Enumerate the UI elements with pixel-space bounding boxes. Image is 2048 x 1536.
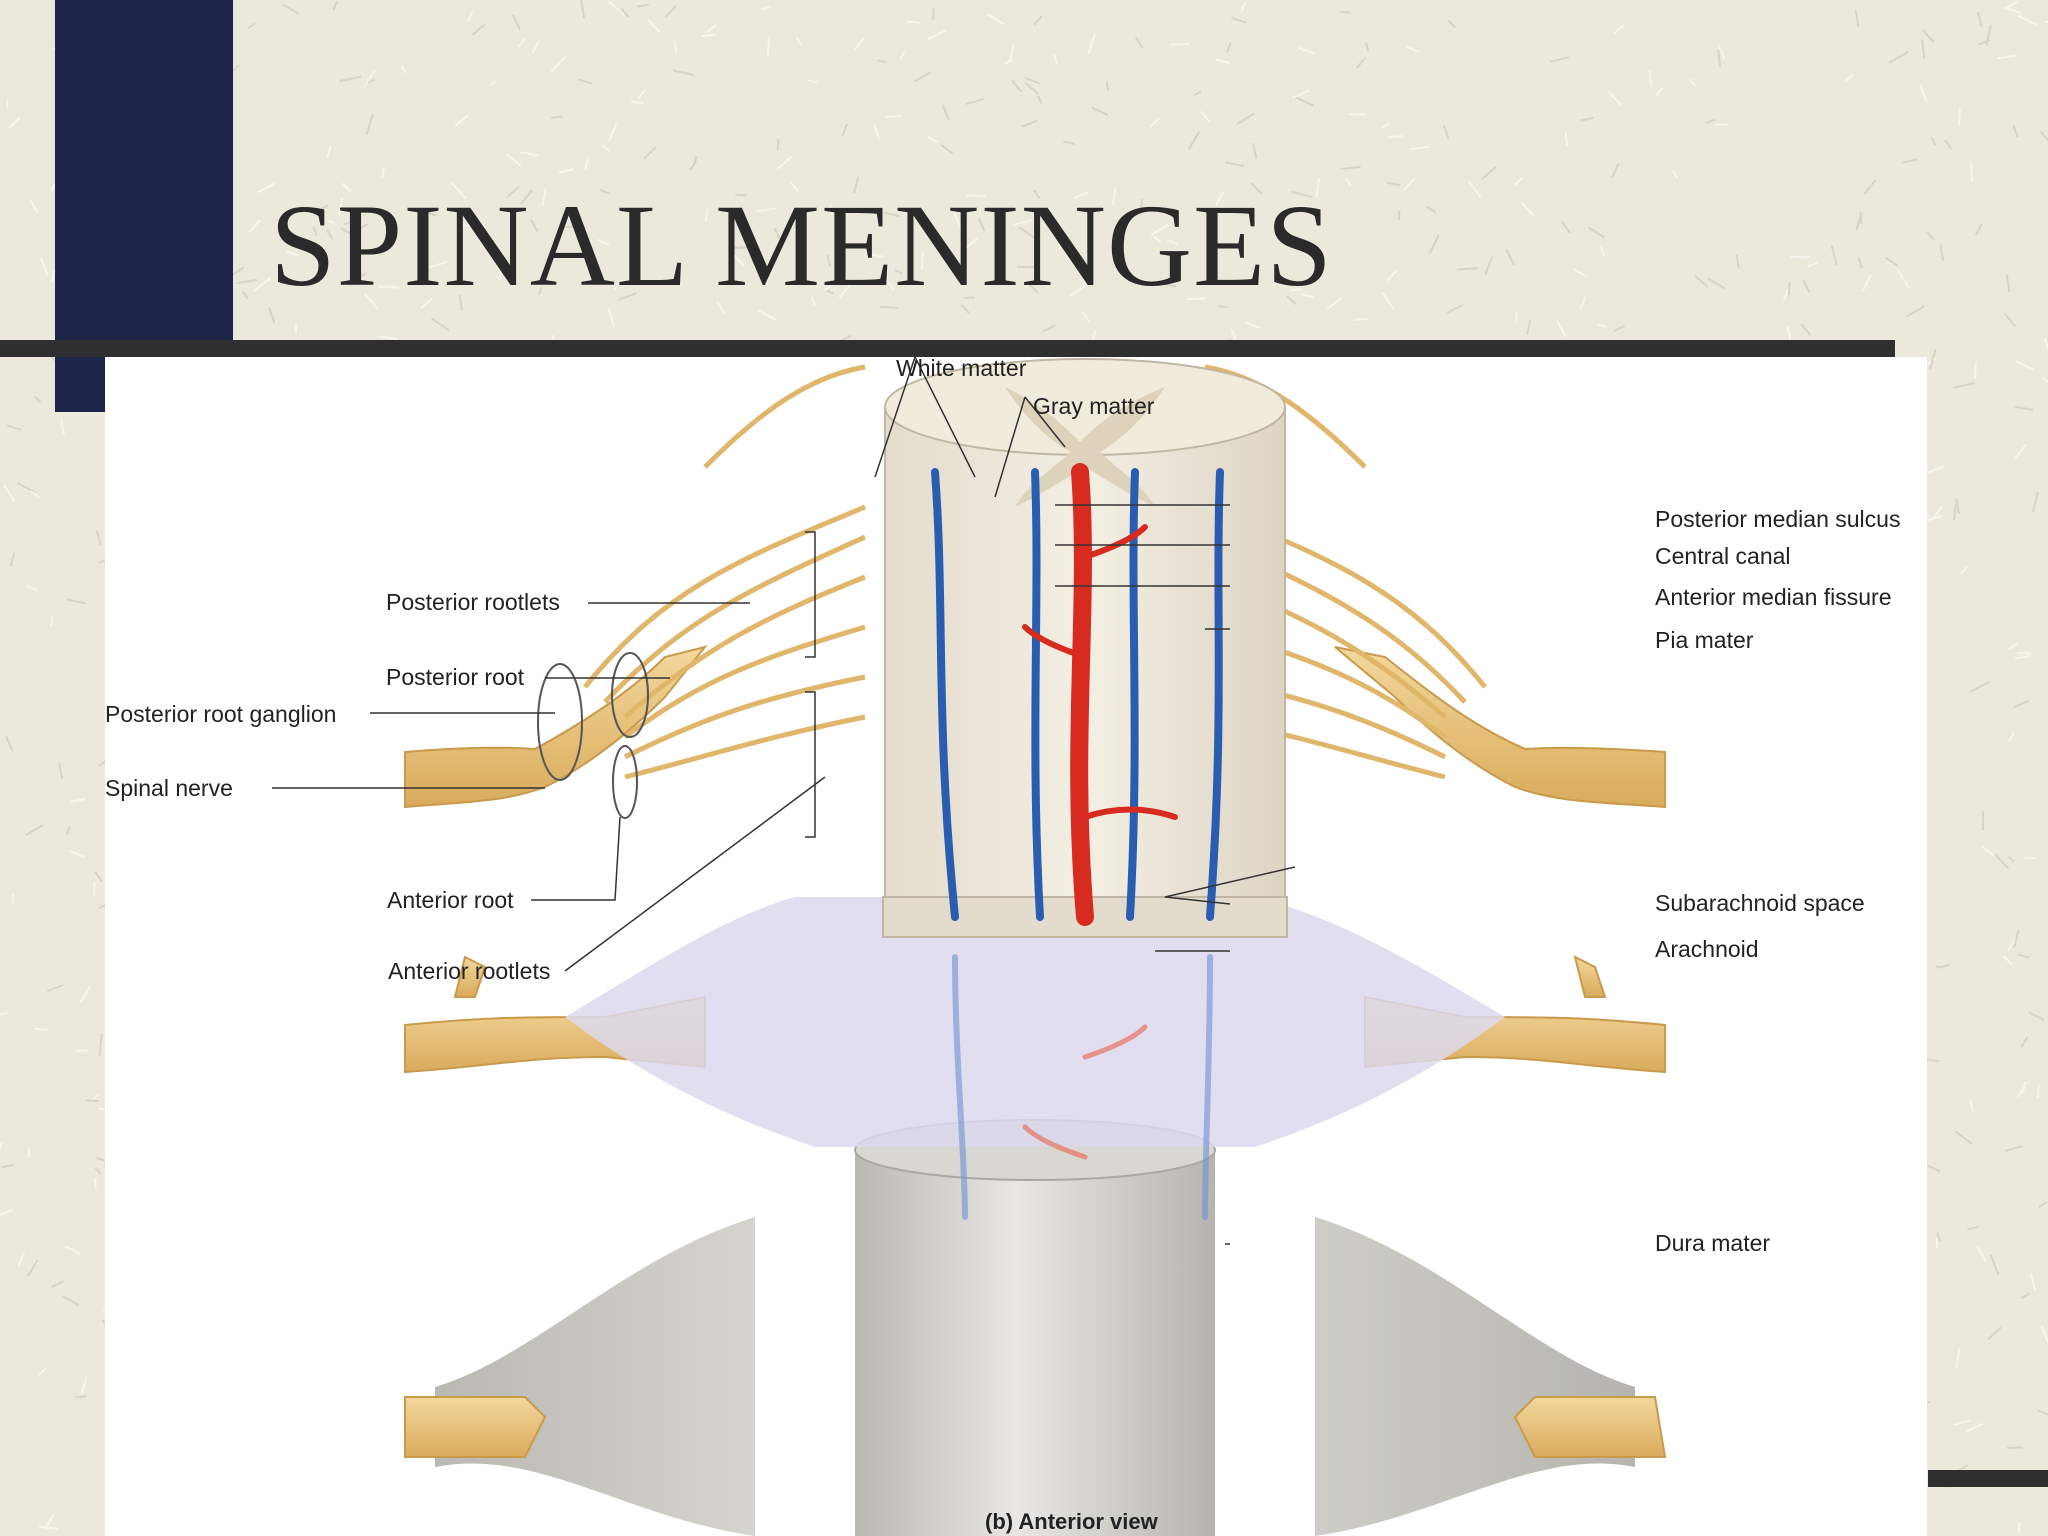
label-anterior-rootlets: Anterior rootlets [388,958,551,984]
label-posterior-median-sulcus: Posterior median sulcus [1655,506,1901,532]
diagram-panel: White matter Gray matter Posterior media… [105,357,1927,1536]
root-indicators [537,652,649,819]
label-posterior-root-ganglion: Posterior root ganglion [105,701,337,727]
label-arachnoid: Arachnoid [1655,936,1759,962]
label-central-canal: Central canal [1655,543,1791,569]
label-anterior-median-fissure: Anterior median fissure [1655,584,1892,610]
label-dura-mater: Dura mater [1655,1230,1771,1256]
label-gray-matter: Gray matter [1033,393,1155,419]
label-posterior-root: Posterior root [386,664,525,690]
title-rule [0,340,1895,357]
leader-lines [272,357,1296,1245]
label-pia-mater: Pia mater [1655,627,1754,653]
slide-title: SPINAL MENINGES [270,180,1333,311]
arachnoid-shape [565,897,1505,1147]
label-posterior-rootlets: Posterior rootlets [386,589,560,615]
diagram-caption: (b) Anterior view [985,1509,1158,1534]
dura-mater-shape [435,1119,1635,1536]
blood-vessels [931,463,1224,1220]
label-white-matter: White matter [896,355,1027,381]
corner-rule [1928,1470,2048,1487]
label-anterior-root: Anterior root [387,887,514,913]
label-spinal-nerve: Spinal nerve [105,775,233,801]
spinal-meninges-illustration [272,357,1667,1536]
label-subarachnoid-space: Subarachnoid space [1655,890,1865,916]
